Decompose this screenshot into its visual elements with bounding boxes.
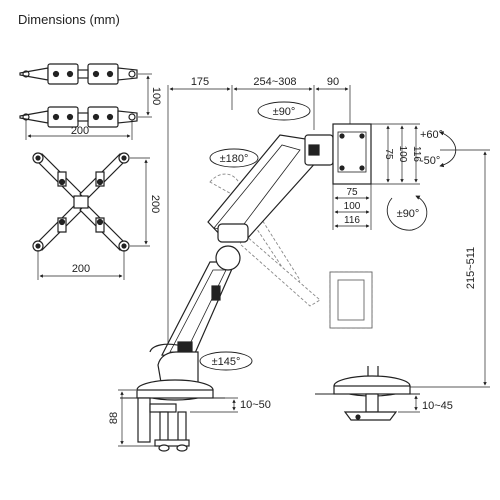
height-range-label: 215~511: [465, 247, 477, 289]
plate-100-v-label: 100: [397, 146, 408, 163]
tilt-up-label: +60°: [420, 129, 443, 141]
vesa-plate-dimensions: [37, 157, 150, 280]
dim-254-308-label: 254~308: [253, 76, 296, 88]
dim-90-label: 90: [327, 76, 339, 88]
plate-100-h-label: 100: [344, 201, 361, 212]
plate-116-v-label: 116: [411, 146, 422, 162]
swivel-base-label: ±145°: [212, 356, 241, 368]
vesa-adapter-drawing: [19, 63, 152, 140]
adapter-height-label: 100: [150, 87, 162, 105]
rotation-label: ±90°: [397, 208, 420, 220]
main-arm-drawing: [136, 134, 334, 452]
plate-75-v-label: 75: [383, 148, 394, 160]
grommet-range-label: 10~45: [422, 400, 453, 412]
plate-75-h-label: 75: [346, 187, 358, 198]
side-dimensions: [118, 149, 490, 447]
plate-width-label: 200: [72, 263, 90, 275]
monitor-plate-dimensions: [332, 123, 420, 230]
grommet-mount-drawing: [333, 366, 411, 421]
tilt-down-label: -50°: [420, 155, 440, 167]
swivel-top-label: ±90°: [273, 106, 296, 118]
vesa-plate-drawing: [32, 152, 130, 252]
plate-116-h-label: 116: [344, 215, 360, 226]
clamp-height-label: 88: [108, 412, 120, 424]
swivel-mid-label: ±180°: [220, 153, 249, 165]
dim-175-label: 175: [191, 76, 209, 88]
clamp-range-label: 10~50: [240, 399, 271, 411]
plate-height-label: 200: [149, 195, 161, 213]
page-title: Dimensions (mm): [18, 12, 120, 27]
adapter-width-label: 200: [71, 125, 89, 137]
ghost-monitor-plate: [329, 271, 373, 329]
monitor-plate-drawing: [332, 123, 372, 185]
